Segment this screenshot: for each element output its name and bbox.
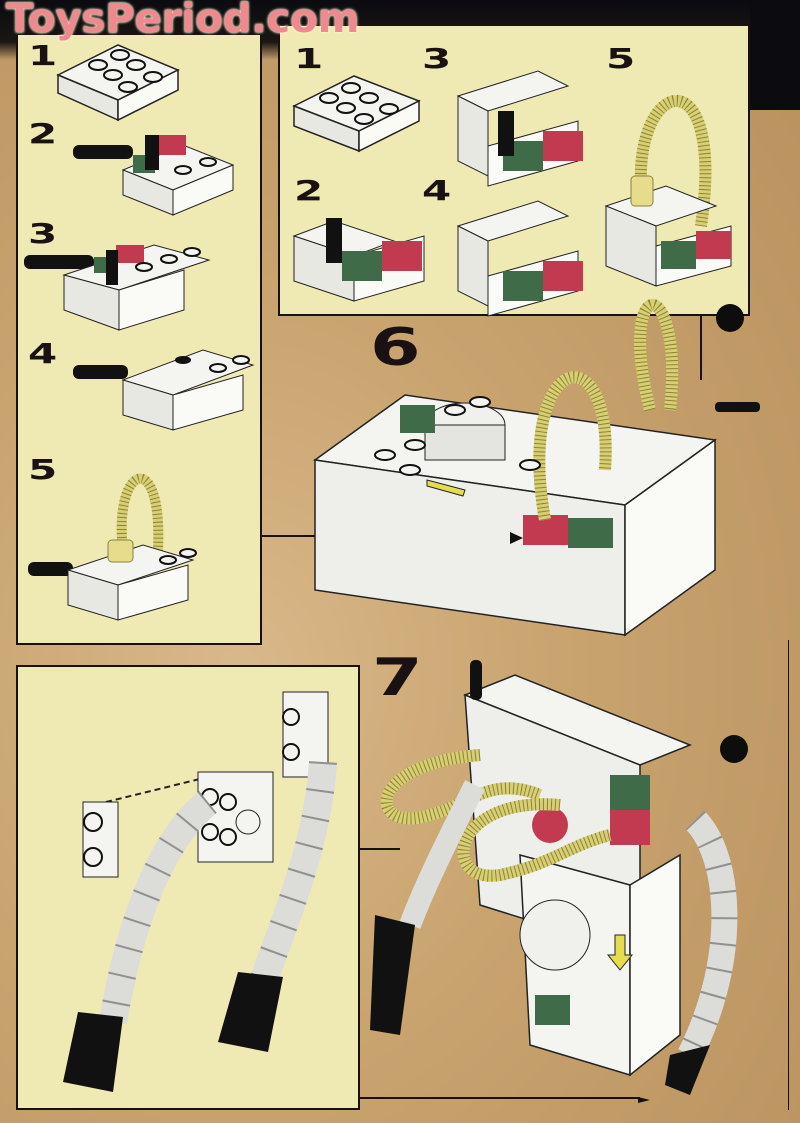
- step-7-number: 7: [372, 648, 423, 708]
- left-step-2-number: 2: [28, 117, 58, 150]
- sub-assembly-stacked-2-icon: [456, 200, 583, 317]
- page-right-shadow: [750, 0, 800, 110]
- left-step-4-number: 4: [28, 337, 58, 370]
- bottom-left-substeps-panel: [16, 665, 360, 1110]
- sub-assembly-hose-icon: [604, 95, 732, 287]
- sub-assembly-hinge-icon: [73, 135, 235, 216]
- left-step-3-number: 3: [28, 217, 58, 250]
- left-step-5-number: 5: [28, 453, 58, 486]
- battery-box-assembly-icon: [313, 299, 760, 637]
- left-substeps-panel: 1 2 3 4 5: [16, 33, 262, 645]
- brick-2x3-icon: [292, 75, 421, 153]
- step-6-number: 6: [370, 318, 421, 378]
- sub-assembly-red-green-icon: [292, 218, 425, 302]
- brick-2x3-icon: [56, 44, 180, 122]
- step-7-bullet: [720, 735, 748, 763]
- sub-assembly-stacked-icon: [456, 70, 583, 187]
- leg-assembly-icon: [63, 691, 337, 1092]
- tr-step-4-number: 4: [422, 174, 452, 207]
- left-step-1-number: 1: [28, 39, 58, 72]
- connector-line-7-bottom: [360, 1097, 640, 1099]
- tr-step-2-number: 2: [294, 174, 324, 207]
- sub-assembly-stacked-icon: [24, 244, 211, 331]
- panel-right-border-line: [788, 640, 789, 1110]
- sub-assembly-hose-icon: [28, 473, 197, 621]
- connector-line-6-vertical: [700, 316, 702, 380]
- step-6-bullet: [716, 304, 744, 332]
- tr-step-3-number: 3: [422, 42, 452, 75]
- sub-assembly-plate-icon: [73, 349, 255, 431]
- robot-body-assembly-icon: [370, 660, 738, 1103]
- watermark: ToysPeriod.com: [6, 0, 360, 42]
- connector-line-7-in: [360, 848, 400, 850]
- tr-step-5-number: 5: [606, 42, 636, 75]
- tr-step-1-number: 1: [294, 42, 324, 75]
- top-right-substeps-panel: 1 2 3 4 5: [278, 24, 750, 317]
